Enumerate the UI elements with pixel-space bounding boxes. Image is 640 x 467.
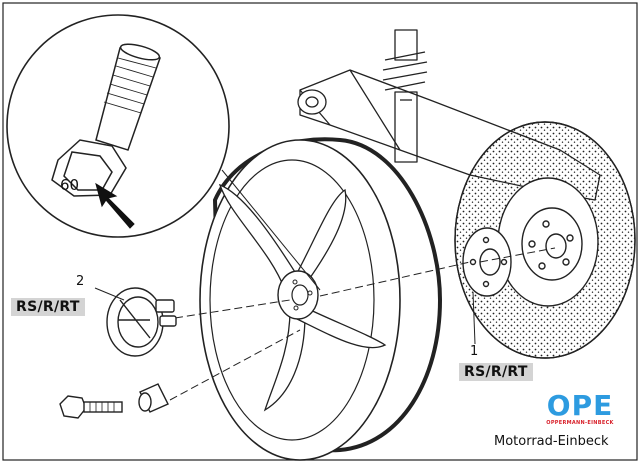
callout-leaders [94,287,476,345]
variant-tag-left: RS/R/RT [11,298,85,316]
brake-disc [454,121,636,359]
axle-bolt-and-spacer [59,383,169,419]
ope-logo: OPE OPPERMANN-EINBECK [540,389,620,427]
torque-arrow [95,182,135,229]
wheel-bolt-detail [51,43,161,197]
center-cap-part-2 [106,287,177,357]
torque-value-label: 60 [60,176,80,194]
assembly-axis-lines [169,247,556,401]
diagram-frame [2,2,638,461]
callout-2-number: 2 [76,274,85,289]
variant-tag-right: RS/R/RT [459,363,533,381]
wheel-illustration [199,137,443,461]
ope-logo-text: OPE [546,389,614,422]
location-label: Motorrad-Einbeck [494,434,609,449]
ope-logo-subtext: OPPERMANN-EINBECK [546,420,614,426]
inset-detail [6,14,321,291]
callout-1-number: 1 [470,344,479,359]
hub-flange-part-1 [462,227,512,297]
